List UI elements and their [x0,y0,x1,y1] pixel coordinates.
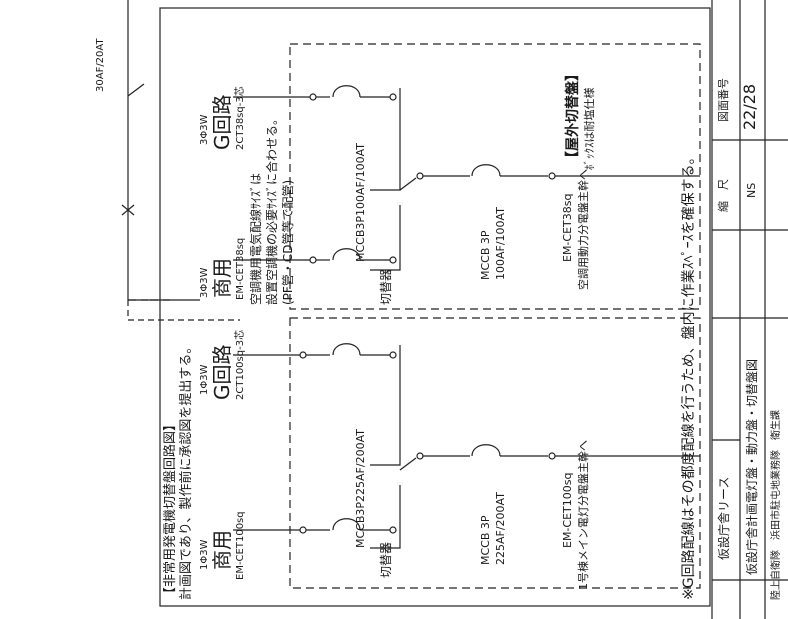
outdoor-panel-note: ﾎﾞｯｸｽは耐塩仕様 [583,87,596,171]
g-circuit-note: ※G回路配線はその都度配線を行うため、盤内に作業ｽﾍﾟｰｽを確保する。 [681,150,697,600]
left-g-label: G回路 [210,344,234,401]
left-switch-breaker: MCCB3P225AF/200AT [354,429,367,548]
right-out-note: 空調用動力分電盤主幹へ [577,169,590,290]
aircon-note-1: 空調機用電気配線ｻｲｽﾞは [249,172,263,305]
aircon-note-3: (PF管・CD管等で配管) [281,179,295,305]
tb-project: 仮設庁舎リース [717,476,731,560]
left-out-note: 1号棟メイン電灯分電盤主幹へ [577,440,590,590]
right-out-cable: EM-CET38sq [561,193,574,262]
tb-scale-label: 縮 尺 [717,179,730,212]
right-g-cable: 2CT38sq-3芯 [235,86,246,150]
left-commercial-phase: 1Φ3W [199,539,210,570]
left-mccb-line2: 225AF/200AT [494,492,507,565]
right-g-phase: 3Φ3W [199,114,210,145]
right-switch-label: 切替器 [379,268,393,305]
tb-company: 陸上自衛隊 浜田市駐屯地業務隊 衛生課 [771,410,782,600]
tb-sheet-value: 22/28 [740,83,759,130]
section-subtitle: 計画図であり、製作前に承認図を提出する。 [179,340,194,600]
left-commercial-cable: EM-CET100sq [235,511,246,580]
right-commercial-phase: 3Φ3W [199,267,210,298]
tb-sheet-label: 図面番号 [717,78,730,122]
outdoor-panel-title: 【屋外切替盤】 [565,67,581,165]
tb-drawing-title: 仮設庁舎計画電灯盤・動力盤・切替盤図 [745,358,759,575]
right-mccb-line1: MCCB 3P [479,230,492,280]
aircon-note-2: 設置空調機の必要ｻｲｽﾞに合わせる。 [265,112,279,305]
right-commercial-cable: EM-CET38sq [235,237,246,300]
left-commercial-label: 商用 [210,530,234,570]
right-mccb-line2: 100AF/100AT [494,207,507,280]
left-switch-label: 切替器 [379,541,393,578]
left-out-cable: EM-CET100sq [561,472,574,548]
left-g-phase: 1Φ3W [199,364,210,395]
left-mccb-line1: MCCB 3P [479,515,492,565]
right-g-label: G回路 [210,94,234,151]
right-commercial-label: 商用 [210,258,234,298]
tb-scale-value: NS [745,182,758,198]
right-switch-breaker: MCCB3P100AF/100AT [354,143,367,262]
top-breaker-label: 30AF/20AT [95,38,106,92]
left-g-cable: 2CT100sq-3芯 [235,329,246,400]
section-title: 【非常用発電機切替盤回路図】 [163,417,178,600]
